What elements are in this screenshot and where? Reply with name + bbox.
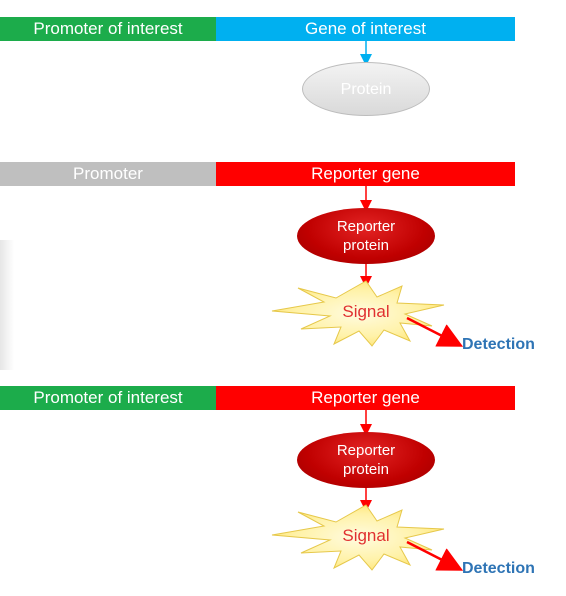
signal-burst-3 [271, 504, 445, 571]
detection-label-3: Detection [462, 560, 535, 577]
reporter-gene-bar-2: Reporter gene [216, 162, 515, 186]
reporter-protein-line2-2: protein [343, 237, 389, 254]
reporter-gene-bar-3: Reporter gene [216, 386, 515, 410]
arrow-signal-to-detection-2 [406, 316, 464, 347]
detection-label-2: Detection [462, 336, 535, 353]
reporter-protein-ellipse-2: Reporter protein [297, 208, 435, 264]
signal-label-2: Signal [342, 302, 390, 321]
protein-ellipse: Protein [302, 62, 430, 116]
reporter-protein-line1-3: Reporter [336, 442, 396, 459]
promoter-of-interest-bar-3: Promoter of interest [0, 386, 216, 410]
edge-shadow [0, 240, 14, 370]
signal-burst-2 [271, 280, 445, 347]
promoter-bar: Promoter [0, 162, 216, 186]
promoter-of-interest-bar-1: Promoter of interest [0, 17, 216, 41]
arrow-signal-to-detection-3 [406, 540, 464, 571]
reporter-protein-line2-3: protein [343, 461, 389, 478]
protein-label: Protein [340, 80, 392, 98]
gene-of-interest-bar: Gene of interest [216, 17, 515, 41]
signal-label-3: Signal [342, 526, 390, 545]
reporter-protein-line1-2: Reporter [336, 218, 396, 235]
reporter-protein-ellipse-3: Reporter protein [297, 432, 435, 488]
